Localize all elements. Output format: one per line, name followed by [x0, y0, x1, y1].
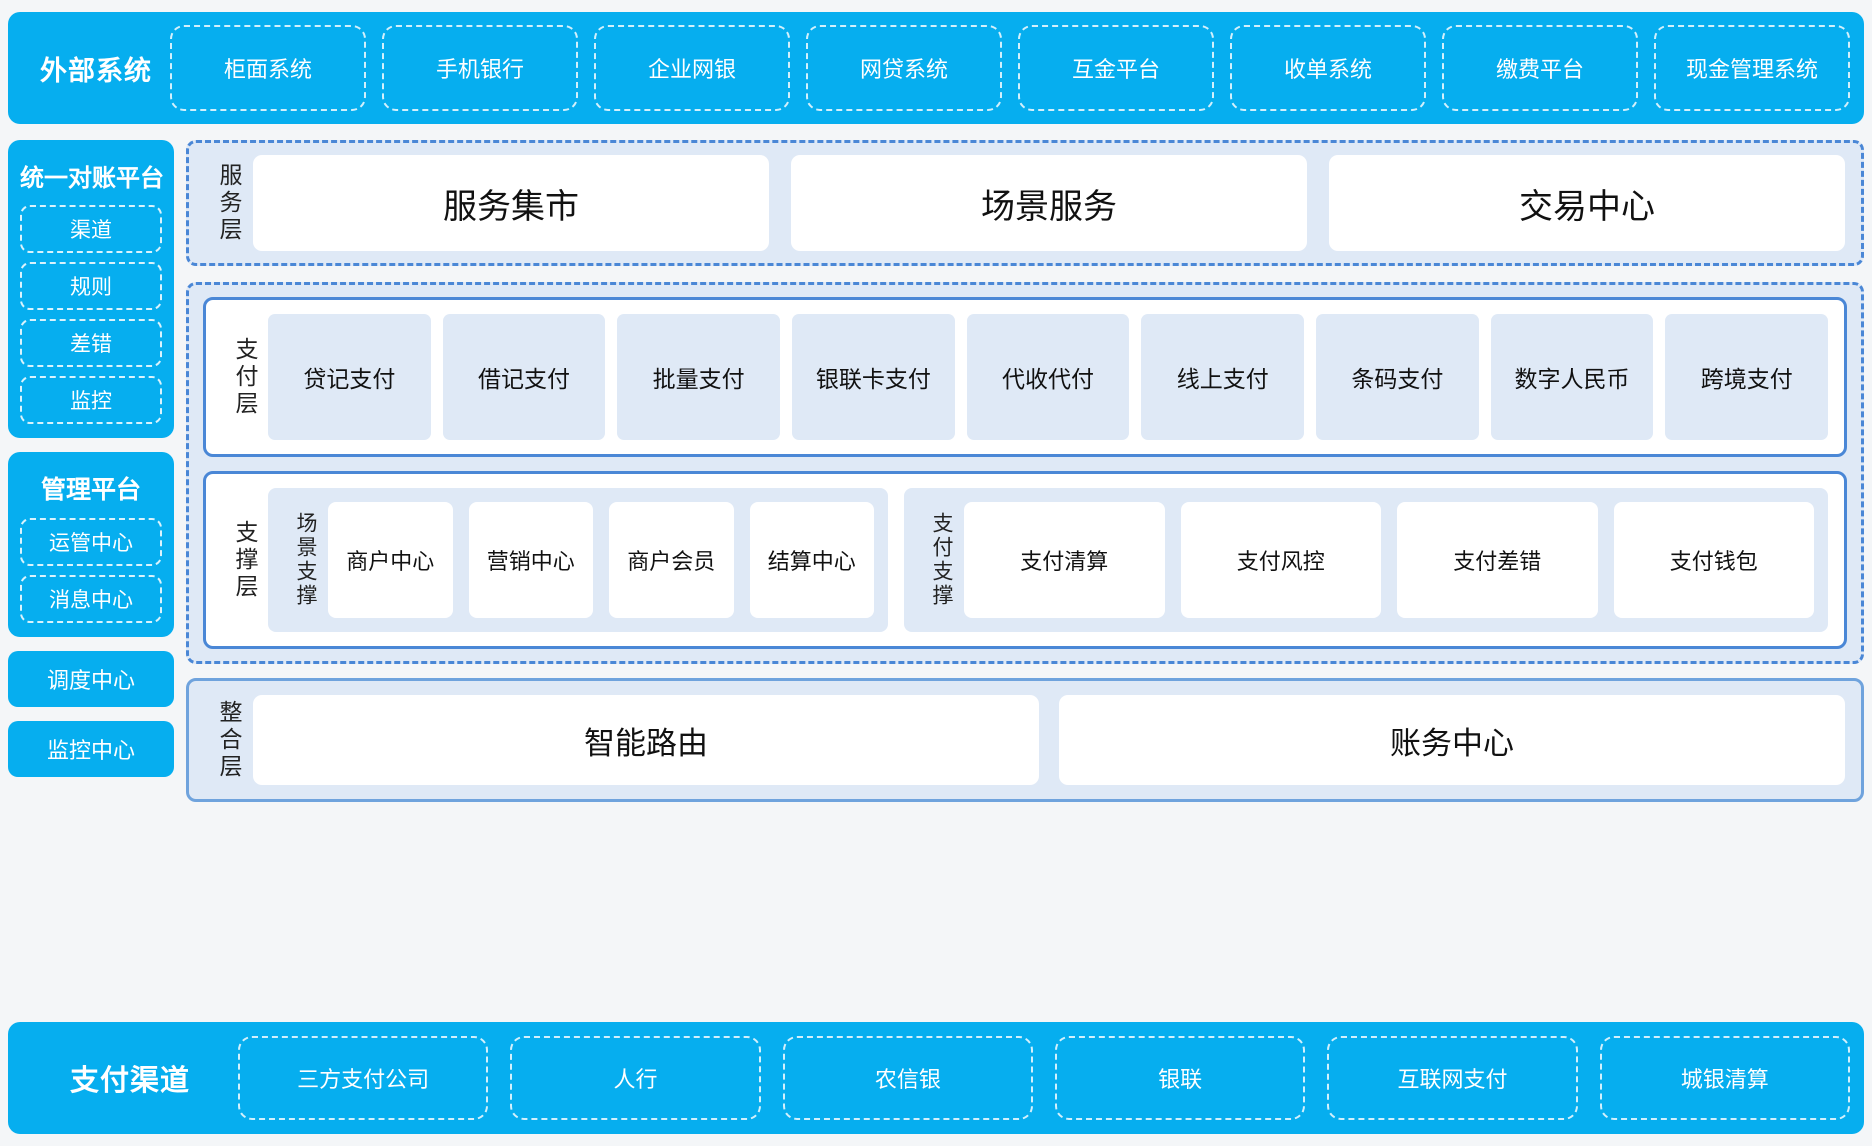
payment-card-unionpay[interactable]: 银联卡支付: [792, 314, 955, 440]
payment-channel-chip[interactable]: 银联: [1054, 1036, 1306, 1120]
integration-layer-label: 整合层: [216, 699, 242, 781]
main-column: 服务层 服务集市 场景服务 交易中心 支付层 贷记支付 借记支付 批量支付 银联…: [186, 140, 1864, 802]
core-layer-container: 支付层 贷记支付 借记支付 批量支付 银联卡支付 代收代付 线上支付 条码支付 …: [186, 282, 1864, 664]
support-card-merchant-member[interactable]: 商户会员: [609, 502, 734, 618]
manage-platform-title: 管理平台: [40, 476, 141, 504]
payment-channel-chip[interactable]: 农信银: [782, 1036, 1033, 1120]
integration-card-smart-routing[interactable]: 智能路由: [253, 695, 1039, 785]
payment-channels-title: 支付渠道: [69, 1065, 190, 1097]
service-card-transaction[interactable]: 交易中心: [1329, 155, 1845, 251]
sidebar-item-message-center[interactable]: 消息中心: [20, 575, 162, 623]
sidebar-item-error[interactable]: 差错: [20, 319, 162, 367]
payment-card-batch[interactable]: 批量支付: [617, 314, 781, 440]
payment-card-digital-rmb[interactable]: 数字人民币: [1490, 314, 1654, 440]
external-systems-items: 柜面系统 手机银行 企业网银 网贷系统 互金平台 收单系统 缴费平台 现金管理系…: [170, 12, 1850, 124]
support-group-scenario: 场景支撑 商户中心 营销中心 商户会员 结算中心: [268, 488, 888, 632]
support-card-payment-clearing[interactable]: 支付清算: [964, 502, 1165, 618]
payment-channels-bar: 支付渠道 三方支付公司 人行 农信银 银联 互联网支付 城银清算: [8, 1022, 1864, 1134]
external-system-chip[interactable]: 企业网银: [594, 25, 790, 111]
service-layer-label: 服务层: [216, 162, 242, 244]
external-systems-bar: 外部系统 柜面系统 手机银行 企业网银 网贷系统 互金平台 收单系统 缴费平台 …: [8, 12, 1864, 124]
integration-layer-items: 智能路由 账务中心: [253, 695, 1845, 785]
support-card-settlement-center[interactable]: 结算中心: [749, 502, 874, 618]
external-system-chip[interactable]: 现金管理系统: [1654, 25, 1850, 111]
service-layer-items: 服务集市 场景服务 交易中心: [253, 155, 1845, 251]
payment-channels-items: 三方支付公司 人行 农信银 银联 互联网支付 城银清算: [238, 1022, 1850, 1134]
recon-platform-title: 统一对账平台: [20, 165, 164, 192]
payment-channel-chip[interactable]: 三方支付公司: [238, 1036, 489, 1120]
external-system-chip[interactable]: 柜面系统: [170, 25, 366, 111]
support-group-scenario-items: 商户中心 营销中心 商户会员 结算中心: [328, 502, 874, 618]
manage-platform-card: 管理平台 运管中心 消息中心: [8, 452, 174, 637]
support-group-payment-items: 支付清算 支付风控 支付差错 支付钱包: [964, 502, 1814, 618]
support-layer-groups: 场景支撑 商户中心 营销中心 商户会员 结算中心 支付支撑 支付清算 支付风控: [268, 488, 1828, 632]
external-system-chip[interactable]: 缴费平台: [1442, 25, 1638, 111]
sidebar-item-operations-center[interactable]: 运管中心: [20, 518, 162, 566]
service-layer: 服务层 服务集市 场景服务 交易中心: [186, 140, 1864, 266]
payment-layer-items: 贷记支付 借记支付 批量支付 银联卡支付 代收代付 线上支付 条码支付 数字人民…: [268, 314, 1829, 440]
sidebar-item-channel[interactable]: 渠道: [20, 205, 162, 253]
payment-card-online[interactable]: 线上支付: [1141, 314, 1305, 440]
sidebar-item-monitor[interactable]: 监控: [20, 376, 162, 424]
service-card-market[interactable]: 服务集市: [253, 155, 769, 251]
support-group-payment: 支付支撑 支付清算 支付风控 支付差错 支付钱包: [904, 488, 1828, 632]
sidebar-item-rules[interactable]: 规则: [20, 262, 162, 310]
payment-card-debit[interactable]: 借记支付: [442, 314, 606, 440]
payment-card-collection[interactable]: 代收代付: [966, 314, 1130, 440]
integration-card-accounting-center[interactable]: 账务中心: [1059, 695, 1845, 785]
support-layer-label: 支撑层: [232, 519, 258, 601]
support-card-payment-riskcontrol[interactable]: 支付风控: [1180, 502, 1381, 618]
external-system-chip[interactable]: 手机银行: [382, 25, 578, 111]
support-card-merchant-center[interactable]: 商户中心: [328, 502, 453, 618]
recon-platform-card: 统一对账平台 渠道 规则 差错 监控: [8, 140, 174, 438]
support-card-payment-error[interactable]: 支付差错: [1397, 502, 1598, 618]
support-group-payment-label: 支付支撑: [930, 512, 953, 608]
support-layer: 支撑层 场景支撑 商户中心 营销中心 商户会员 结算中心 支付支撑: [203, 471, 1847, 649]
payment-channel-chip[interactable]: 人行: [510, 1036, 761, 1120]
external-system-chip[interactable]: 收单系统: [1230, 25, 1426, 111]
integration-layer: 整合层 智能路由 账务中心: [186, 678, 1864, 802]
payment-card-barcode[interactable]: 条码支付: [1316, 314, 1479, 440]
payment-card-credit[interactable]: 贷记支付: [268, 314, 431, 440]
service-card-scenario[interactable]: 场景服务: [791, 155, 1307, 251]
left-sidebar: 统一对账平台 渠道 规则 差错 监控 管理平台 运管中心 消息中心 调度中心 监…: [8, 140, 174, 791]
payment-layer: 支付层 贷记支付 借记支付 批量支付 银联卡支付 代收代付 线上支付 条码支付 …: [203, 297, 1847, 457]
sidebar-item-monitoring-center[interactable]: 监控中心: [8, 721, 174, 777]
payment-card-crossborder[interactable]: 跨境支付: [1665, 314, 1829, 440]
external-system-chip[interactable]: 互金平台: [1018, 25, 1214, 111]
payment-channel-chip[interactable]: 互联网支付: [1327, 1036, 1578, 1120]
external-system-chip[interactable]: 网贷系统: [806, 25, 1002, 111]
external-systems-title: 外部系统: [40, 55, 152, 86]
support-group-scenario-label: 场景支撑: [294, 512, 317, 608]
sidebar-item-scheduler-center[interactable]: 调度中心: [8, 651, 174, 707]
support-card-payment-wallet[interactable]: 支付钱包: [1613, 502, 1814, 618]
payment-layer-label: 支付层: [232, 336, 258, 418]
payment-channel-chip[interactable]: 城银清算: [1599, 1036, 1850, 1120]
support-card-marketing-center[interactable]: 营销中心: [468, 502, 593, 618]
